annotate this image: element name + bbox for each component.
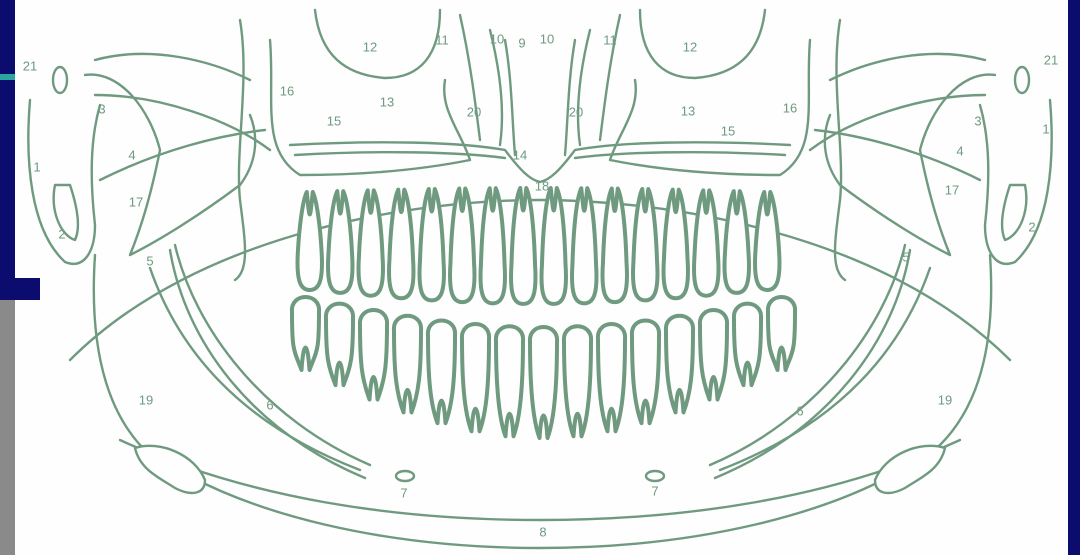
upper-tooth: [358, 190, 383, 295]
label-16-left: 16: [280, 83, 294, 98]
upper-tooth: [755, 192, 780, 290]
upper-tooth: [297, 192, 322, 290]
mental-foramen-left: [396, 471, 414, 481]
label-13-left: 13: [380, 94, 394, 109]
upper-tooth: [724, 191, 749, 293]
label-10-left: 10: [490, 31, 504, 46]
label-2-right: 2: [1028, 219, 1035, 234]
label-15-left: 15: [327, 113, 341, 128]
label-12-left: 12: [363, 39, 377, 54]
label-4-left: 4: [128, 147, 135, 162]
label-6-left: 6: [266, 397, 273, 412]
label-9: 9: [518, 35, 525, 50]
label-10-right: 10: [540, 31, 554, 46]
label-11-right: 11: [603, 32, 617, 47]
upper-tooth: [419, 189, 444, 300]
label-13-right: 13: [681, 103, 695, 118]
ear-ring-right: [1015, 67, 1029, 93]
label-14: 14: [513, 147, 527, 162]
label-6-right: 6: [796, 403, 803, 418]
label-3-left: 3: [98, 101, 105, 116]
label-3-right: 3: [974, 113, 981, 128]
upper-tooth: [511, 188, 536, 304]
label-5-right: 5: [902, 249, 909, 264]
label-21-left: 21: [23, 58, 37, 73]
label-8: 8: [539, 524, 546, 539]
upper-tooth: [389, 190, 414, 299]
mental-foramen-right: [646, 471, 664, 481]
label-11-left: 11: [435, 32, 449, 47]
label-1-right: 1: [1042, 121, 1049, 136]
label-12-right: 12: [683, 39, 697, 54]
upper-tooth: [663, 190, 688, 299]
label-19-left: 19: [139, 392, 153, 407]
upper-tooth: [480, 188, 505, 303]
label-7-left: 7: [400, 485, 407, 500]
label-16-right: 16: [783, 100, 797, 115]
upper-tooth: [633, 189, 658, 300]
label-4-right: 4: [956, 143, 963, 158]
ear-ring-left: [53, 67, 67, 93]
label-15-right: 15: [721, 123, 735, 138]
label-17-left: 17: [129, 194, 143, 209]
upper-tooth: [572, 188, 597, 303]
upper-tooth: [450, 189, 475, 303]
label-2-left: 2: [58, 226, 65, 241]
label-20-left: 20: [467, 104, 481, 119]
label-17-right: 17: [945, 182, 959, 197]
upper-tooth: [541, 188, 566, 304]
upper-tooth: [694, 190, 719, 295]
upper-tooth: [602, 189, 627, 303]
label-19-right: 19: [938, 392, 952, 407]
label-1-left: 1: [33, 159, 40, 174]
label-18: 18: [535, 178, 549, 193]
label-20-right: 20: [569, 104, 583, 119]
label-7-right: 7: [651, 483, 658, 498]
upper-tooth: [328, 191, 353, 293]
label-5-left: 5: [146, 253, 153, 268]
label-21-right: 21: [1044, 52, 1058, 67]
